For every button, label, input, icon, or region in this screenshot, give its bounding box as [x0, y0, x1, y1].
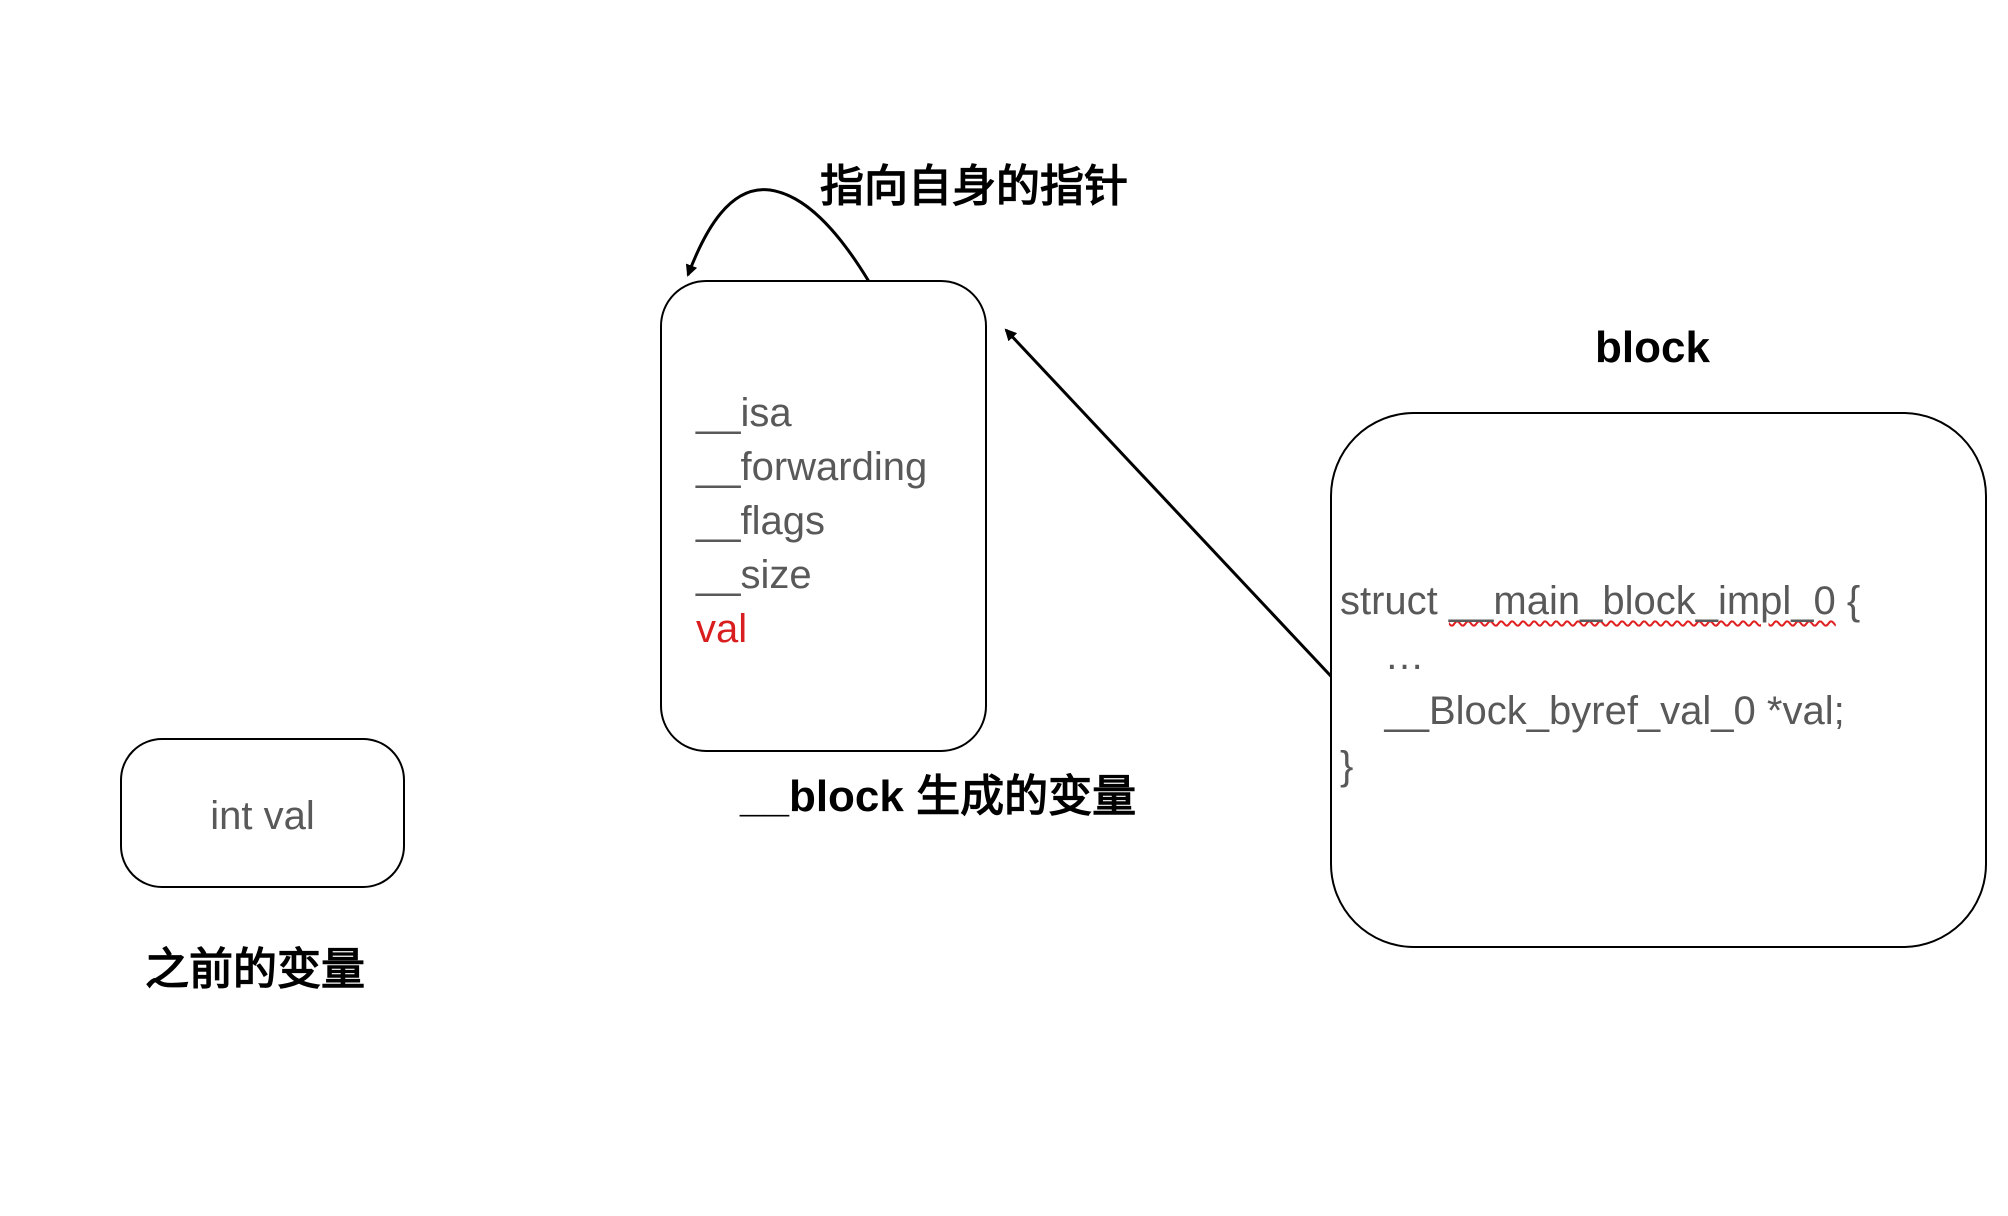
block-code: struct __main_block_impl_0 { … __Block_b… [1340, 574, 1860, 794]
code-byref-member: __Block_byref_val_0 *val; [1340, 689, 1845, 733]
prev-variable-box: int val [120, 738, 405, 888]
field-forwarding: __forwarding [696, 445, 928, 489]
code-struct-name: __main_block_impl_0 [1448, 579, 1836, 623]
code-close-brace: } [1340, 744, 1354, 788]
int-val-text: int val [210, 794, 315, 838]
code-open-brace: { [1835, 579, 1861, 623]
block-to-byref-arrow [1004, 328, 1360, 707]
code-ellipsis: … [1340, 634, 1425, 678]
code-struct-keyword: struct [1340, 579, 1449, 623]
byref-struct-label: __block 生成的变量 [740, 772, 1137, 821]
block-box: struct __main_block_impl_0 { … __Block_b… [1330, 412, 1987, 948]
field-val: val [696, 607, 748, 651]
block-label: block [1595, 323, 1710, 372]
field-isa: __isa [696, 391, 792, 435]
byref-struct-box: __isa __forwarding __flags __size val [660, 280, 987, 752]
field-size: __size [696, 553, 812, 597]
field-flags: __flags [696, 499, 825, 543]
prev-variable-label: 之前的变量 [145, 945, 365, 994]
self-pointer-label: 指向自身的指针 [820, 162, 1128, 211]
